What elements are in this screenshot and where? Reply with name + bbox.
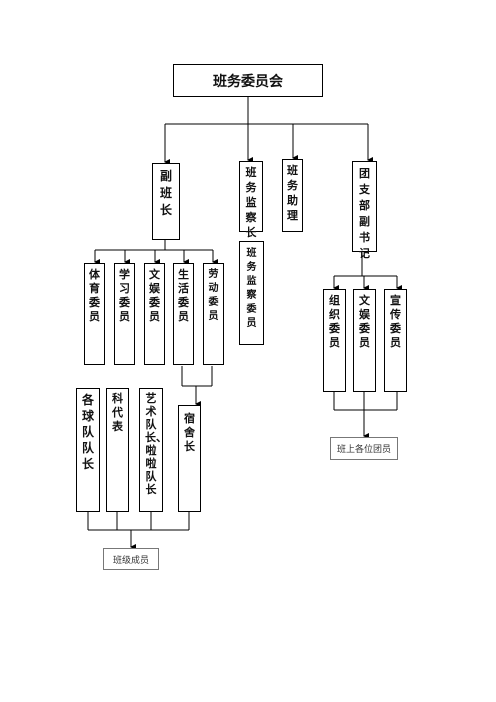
publicity-member-label: 宣传委员 <box>390 294 401 349</box>
life-member-box: 生活委员 <box>173 263 194 365</box>
committee-title: 班务委员会 <box>173 64 323 97</box>
subject-rep-box: 科代表 <box>106 388 129 512</box>
study-member-box: 学习委员 <box>114 263 135 365</box>
sports-member-box: 体育委员 <box>84 263 105 365</box>
league-secretary-box: 团支部副书记 <box>352 161 377 260</box>
sports-member-label: 体育委员 <box>89 268 100 323</box>
culture-member-label: 文娱委员 <box>149 268 160 323</box>
class-members-box: 班级成员 <box>103 548 159 570</box>
league-members-label: 班上各位团员 <box>336 445 391 455</box>
class-members-label: 班级成员 <box>112 555 149 566</box>
art-captain-box: 艺术队长、啦啦队长 <box>139 388 167 512</box>
supervisor-chief-box: 班务监察长 <box>239 161 263 239</box>
league-culture-member-box: 文娱委员 <box>353 289 376 392</box>
culture-member-box: 文娱委员 <box>144 263 165 365</box>
dorm-head-label: 宿舍长 <box>184 412 195 453</box>
league-culture-member-label: 文娱委员 <box>359 294 370 349</box>
dorm-head-box: 宿舍长 <box>178 405 201 512</box>
team-captain-label: 各球队队长 <box>82 393 95 471</box>
organize-member-label: 组织委员 <box>329 294 340 349</box>
subject-rep-label: 科代表 <box>112 392 123 433</box>
publicity-member-box: 宣传委员 <box>384 289 407 392</box>
supervisor-member-label: 班务监察委员 <box>246 248 257 329</box>
art-captain-label: 艺术队长、啦啦队长 <box>145 392 167 496</box>
league-secretary-label: 团支部副书记 <box>359 167 370 260</box>
team-captain-box: 各球队队长 <box>76 388 100 512</box>
vice-monitor-box: 副班长 <box>152 163 180 240</box>
assistant-label: 班务助理 <box>287 164 298 222</box>
league-members-box: 班上各位团员 <box>330 437 398 460</box>
supervisor-chief-label: 班务监察长 <box>245 166 257 239</box>
vice-monitor-label: 副班长 <box>159 169 172 217</box>
labor-member-box: 劳动委员 <box>203 263 224 365</box>
life-member-label: 生活委员 <box>178 268 189 323</box>
study-member-label: 学习委员 <box>119 268 130 323</box>
organize-member-box: 组织委员 <box>323 289 346 392</box>
labor-member-label: 劳动委员 <box>208 269 219 322</box>
supervisor-member-box: 班务监察委员 <box>239 241 264 345</box>
assistant-box: 班务助理 <box>282 159 303 232</box>
